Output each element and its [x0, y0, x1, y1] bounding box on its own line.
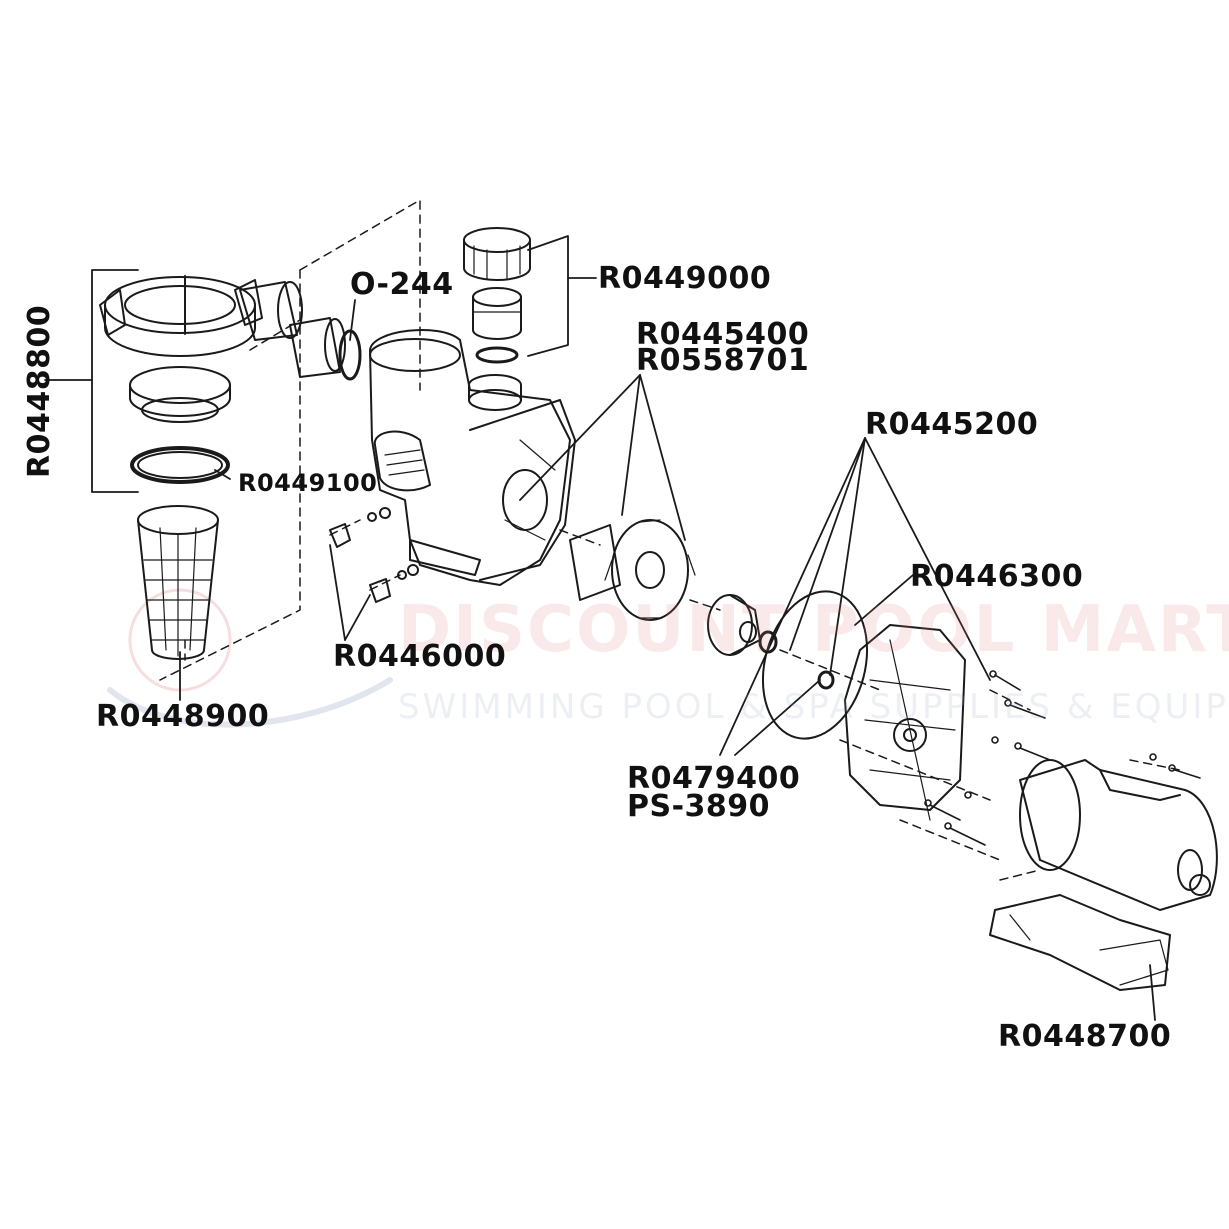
label-motor-base: R0448700 [998, 1019, 1172, 1054]
leader-lines [44, 235, 1156, 1021]
label-hardware: R0445200 [865, 407, 1039, 442]
alignment-lines [159, 199, 1181, 881]
motor-base [989, 894, 1171, 991]
inlet-union-nut [239, 281, 303, 341]
drain-plug-lower [369, 564, 419, 603]
label-seal-2: PS-3890 [627, 789, 771, 824]
o-ring-o244 [338, 329, 362, 381]
motor [1019, 759, 1218, 911]
label-o-ring: O-244 [350, 267, 454, 302]
label-lid-gasket: R0449100 [238, 469, 378, 497]
lid-gasket [130, 446, 230, 484]
motor-adapter-plate [844, 624, 966, 821]
label-strainer-cover-assembly: R0448800 [22, 304, 57, 478]
diffuser [569, 519, 696, 621]
strainer-lid-ring [99, 275, 263, 357]
label-drain-plug: R0446000 [333, 639, 507, 674]
watermark-tagline: SWIMMING POOL & SPA SUPPLIES & EQUIPMENT [398, 687, 1229, 727]
outlet-union-gasket [475, 346, 519, 364]
strainer-lid [129, 366, 231, 423]
drain-plug-upper [329, 507, 391, 548]
outlet-union-nut [463, 227, 531, 281]
outlet-union-tailpiece [472, 287, 522, 340]
watermark-swoosh [107, 677, 393, 728]
strainer-basket [137, 505, 219, 660]
impeller [707, 594, 761, 656]
pump-housing [369, 329, 576, 586]
watermark-brand: DISCOUNT POOL MART [398, 593, 1229, 667]
label-seal-1: R0479400 [627, 761, 801, 796]
label-union-kit: R0449000 [598, 261, 772, 296]
label-basket: R0448900 [96, 699, 270, 734]
label-seal-plate-2: R0558701 [636, 343, 810, 378]
inlet-union-tailpiece [289, 317, 346, 378]
label-seal-plate-1: R0445400 [636, 317, 810, 352]
label-motor-plate: R0446300 [910, 559, 1084, 594]
bolts [924, 670, 1201, 846]
